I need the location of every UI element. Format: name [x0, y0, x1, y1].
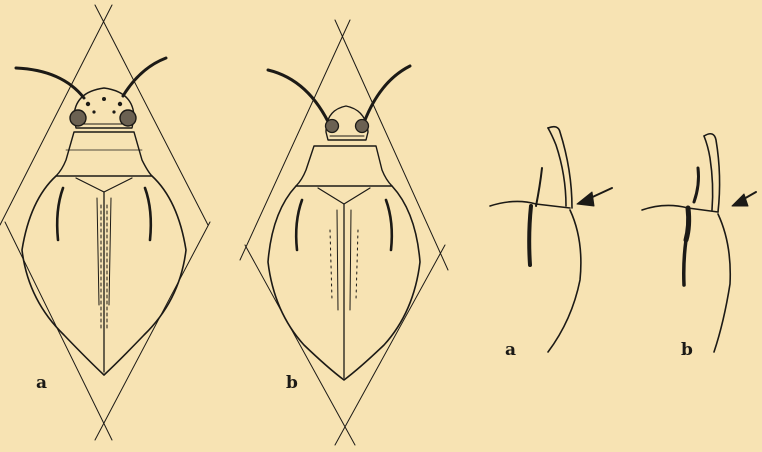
beetle-b-eye-left	[326, 120, 339, 133]
figure-label-beetle-a: a	[36, 373, 47, 393]
beetle-a-pronotum	[56, 132, 152, 176]
beetle-a-antenna-left	[16, 68, 84, 98]
beetle-b-pronotum	[296, 146, 392, 186]
beetle-b-drawing	[240, 20, 448, 445]
beetle-a-drawing	[0, 5, 210, 440]
beetle-a-antenna-right	[123, 58, 166, 96]
figure-label-detail-b: b	[681, 340, 693, 360]
beetle-a-eye-right	[120, 110, 136, 126]
beetle-b-antenna-right	[362, 66, 410, 128]
beetle-a-scutellum	[76, 178, 132, 192]
beetle-a-eye-left	[70, 110, 86, 126]
beetle-b-antenna-left	[268, 70, 332, 130]
beetle-b-eye-right	[356, 120, 369, 133]
figure-label-detail-a: a	[505, 340, 516, 360]
figure-label-beetle-b: b	[286, 373, 298, 393]
beetle-b-scutellum	[318, 188, 370, 204]
detail-b-drawing	[642, 134, 756, 352]
detail-a-drawing	[490, 127, 612, 352]
